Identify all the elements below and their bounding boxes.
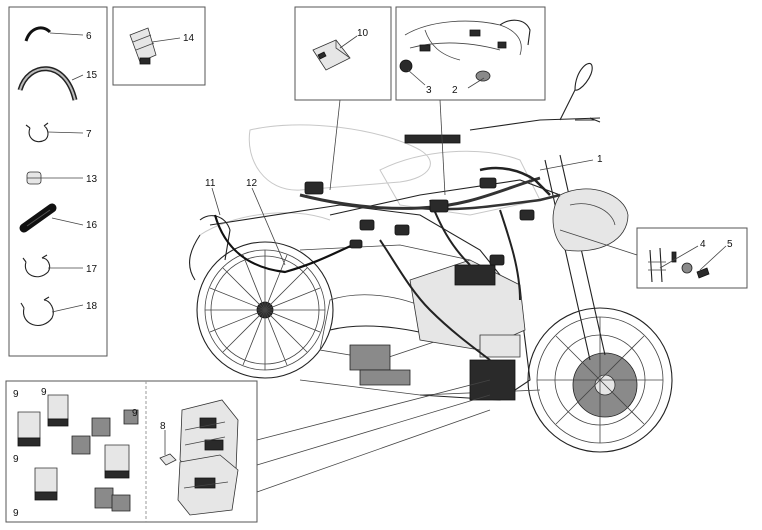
wiring-harness [213,166,561,361]
callout-13: 13 [86,174,98,185]
callout-9-e: 9 [13,508,19,519]
callout-labels: 1 2 3 4 5 6 7 8 9 9 9 9 9 10 11 12 13 14… [13,28,733,519]
callout-14: 14 [183,33,195,44]
callout-12: 12 [246,178,258,189]
callout-7: 7 [86,129,92,140]
inset-leader-lines [256,99,638,493]
callout-2: 2 [452,85,458,96]
callout-leaders [41,32,727,455]
callout-6: 6 [86,31,92,42]
front-wheel [527,307,673,453]
callout-9-c: 9 [132,408,138,419]
callout-17: 17 [86,264,98,275]
callout-3: 3 [426,85,432,96]
callout-8: 8 [160,421,166,432]
inset-relays [5,380,258,523]
callout-9-b: 9 [41,387,47,398]
callout-10: 10 [357,28,369,39]
callout-18: 18 [86,301,98,312]
callout-16: 16 [86,220,98,231]
callout-11: 11 [205,178,216,189]
inset-10 [294,6,392,101]
callout-4: 4 [700,239,706,250]
callout-15: 15 [86,70,98,81]
motorcycle [189,63,673,453]
callout-1: 1 [597,154,603,165]
inset-4-5 [636,227,748,289]
rear-wheel [196,241,334,379]
inset-left-parts [8,6,108,357]
inset-2-3 [395,6,546,101]
callout-5: 5 [727,239,733,250]
callout-9-d: 9 [13,454,19,465]
inset-14 [112,6,206,86]
callout-9-a: 9 [13,389,19,400]
